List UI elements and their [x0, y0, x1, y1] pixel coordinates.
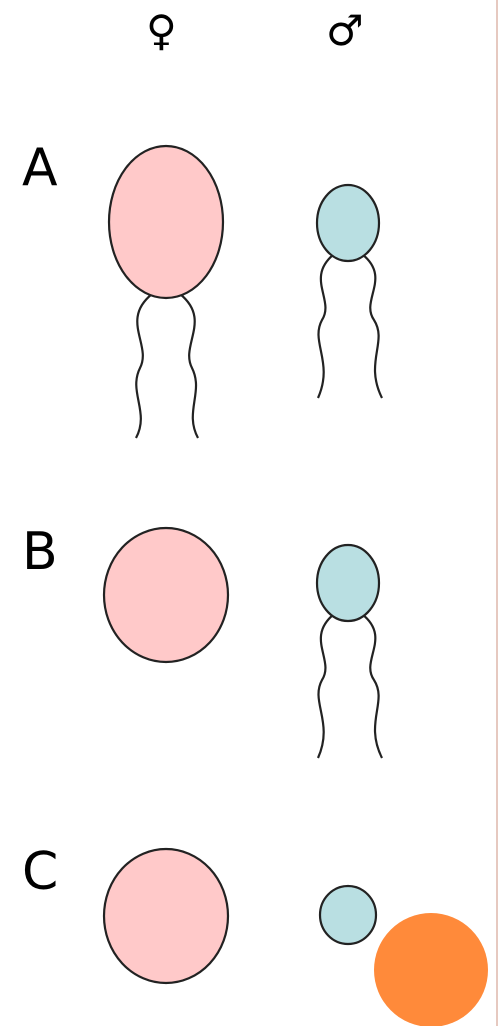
row-label-a: A	[22, 138, 58, 198]
right-edge-divider	[496, 0, 498, 1026]
male-flagellum-left	[316, 253, 335, 399]
row-b-male-gamete	[315, 543, 383, 759]
male-flagellum-right	[361, 253, 383, 399]
female-cell-body	[107, 144, 225, 300]
male-cell-body	[315, 183, 381, 263]
row-a-male-gamete	[315, 183, 383, 399]
male-cell-body	[318, 884, 378, 946]
row-b-female-gamete	[102, 526, 230, 664]
row-c-female-gamete	[102, 847, 230, 985]
orange-circle-marker	[374, 913, 488, 1026]
row-label-c: C	[22, 842, 59, 902]
row-c-male-gamete	[318, 884, 378, 946]
male-cell-body	[315, 543, 381, 623]
female-flagellum-right	[179, 293, 199, 439]
female-cell-body	[102, 526, 230, 664]
female-cell-body	[102, 847, 230, 985]
female-symbol: ♀	[146, 6, 177, 55]
female-flagellum-left	[135, 293, 153, 439]
male-flagellum-right	[361, 613, 383, 759]
male-flagellum-left	[316, 613, 335, 759]
row-label-b: B	[22, 522, 58, 582]
row-a-female-gamete	[107, 144, 225, 439]
male-symbol: ♂	[326, 6, 364, 55]
